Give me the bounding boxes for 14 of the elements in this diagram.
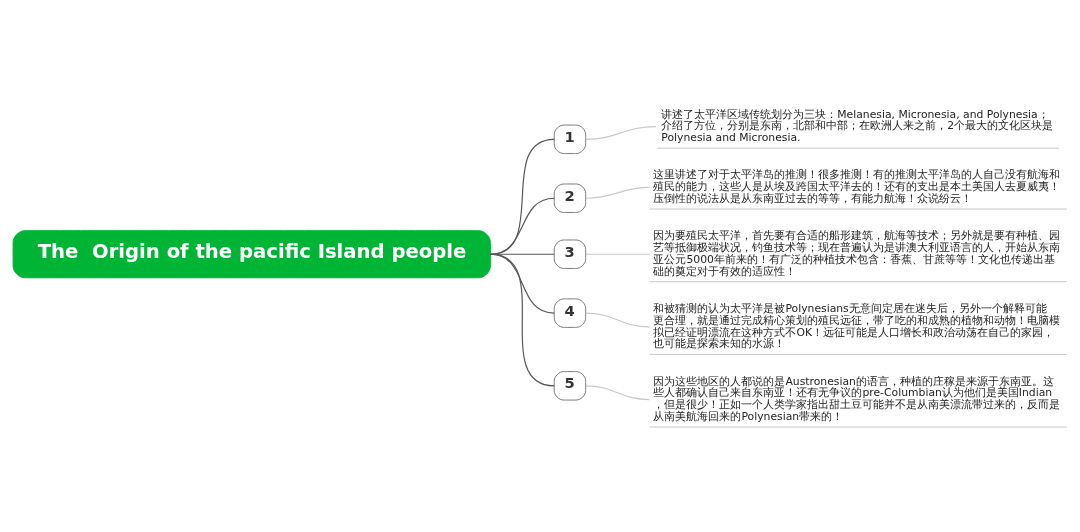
connector <box>489 138 555 255</box>
connector <box>585 253 651 255</box>
connector <box>585 125 657 140</box>
node-text: 这里讲述了对于太平洋岛的推测！很多推测！有的推测太平洋岛的人自己没有航海和殖民的能力，这些人是从埃及跨国太平洋去的！还有的支出是本土美国人去夏威夷！压倒性的说法从是从东南亚过去的等等，有能力航海！众说纷云！ <box>653 168 1061 205</box>
connector <box>585 312 651 328</box>
node-text: 和被猜测的认为太平洋是被Polynesians无意间定居在迷失后，另外一个解释可能更合理，就是通过完成精心策划的殖民远征，带了吃的和成熟的植物和动物！电脑模拟已经证明漂流在这种方式不OK！远征可能是人口增长和政治动荡在自己的家园，也可能是探索未知的水源！ <box>653 301 1061 351</box>
node-box: The Origin of the pacific Island people <box>12 230 491 279</box>
connector <box>585 186 651 199</box>
node-text: 讲述了太平洋区域传统划分为三块：Melanesia, Micronesia, and Polynesia；介绍了方位，分别是东南，北部和中部；在欧洲人来之前，2个最大的文化区块是Polynesia and Micronesia. <box>661 107 1054 145</box>
connector <box>489 197 555 255</box>
node-text: 因为要殖民太平洋，首先要有合适的船形建筑，航海等技术；另外就是要有种植、园艺等抵御极端状况，钓鱼技术等；现在普遍认为是讲澳大利亚语言的人，开始从东南亚公元5000年前来的！有广泛的种植技术包含：香蕉、甘蔗等等！文化也传递出基础的奠定对于有效的适应性！ <box>653 229 1061 278</box>
connector <box>585 385 651 401</box>
connector <box>489 253 555 387</box>
node-text: 因为这些地区的人都说的是Austronesian的语言，种植的庄稼是来源于东南亚。这些人都确认自己来自东南亚！还有无争议的pre-Columbian认为他们是美国Indian，但是很少！正如一个人类学家指出甜土豆可能并不是从南美漂流带过来的，反而是从南美航海回来的Polynesian带来的！ <box>653 374 1061 423</box>
